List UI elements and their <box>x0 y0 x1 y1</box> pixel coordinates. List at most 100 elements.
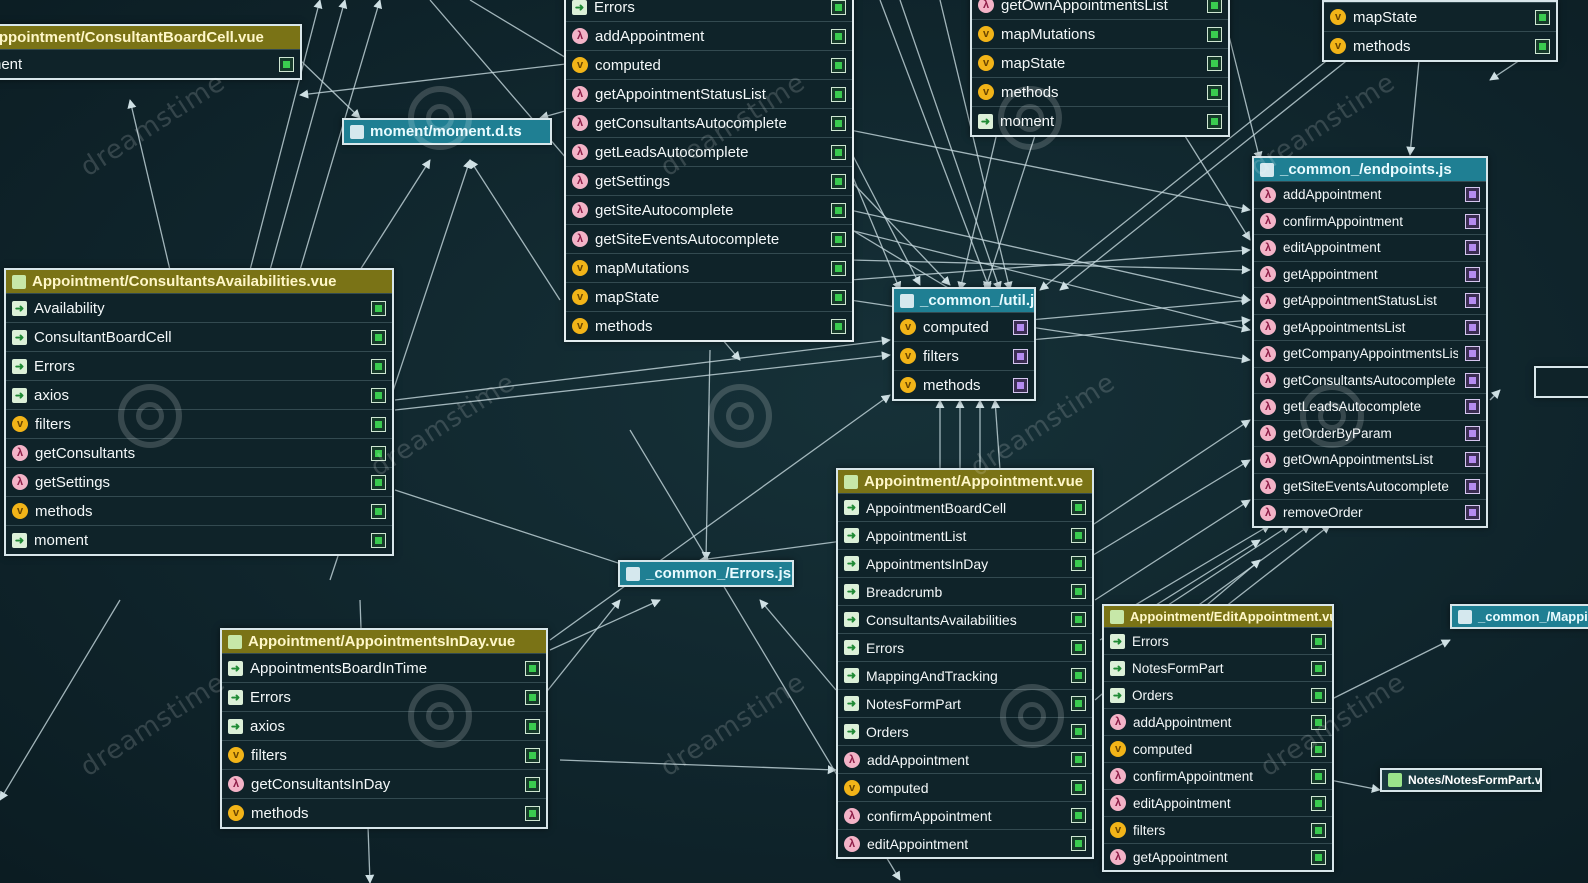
node-consultants-availabilities[interactable]: Appointment/ConsultantsAvailabilities.vu… <box>4 268 394 556</box>
port-icon <box>1071 584 1086 599</box>
node-row[interactable]: ➜AppointmentsBoardInTime <box>222 653 546 682</box>
node-errors-js[interactable]: _common_/Errors.js <box>618 560 794 587</box>
node-offscreen-right[interactable] <box>1534 366 1588 398</box>
port-icon <box>1465 505 1480 521</box>
node-row[interactable]: ➜AppointmentsInDay <box>838 549 1092 577</box>
node-row[interactable]: ➜AppointmentList <box>838 521 1092 549</box>
node-edit-appointment-vue[interactable]: Appointment/EditAppointment.vue ➜Errors … <box>1102 604 1334 872</box>
row-label: Errors <box>1132 633 1169 649</box>
node-row[interactable]: ➜MappingAndTracking <box>838 661 1092 689</box>
node-notes-form-part[interactable]: Notes/NotesFormPart.vue <box>1380 768 1542 792</box>
row-label: moment <box>0 55 23 73</box>
port-icon <box>525 747 540 763</box>
node-row[interactable]: ➜moment <box>6 525 392 554</box>
node-row[interactable]: ➜Breadcrumb <box>838 577 1092 605</box>
js-file-icon <box>900 293 914 308</box>
row-label: AppointmentBoardCell <box>866 499 1007 516</box>
node-row[interactable]: ➜ConsultantsAvailabilities <box>838 605 1092 633</box>
node-row[interactable]: ➜Availability <box>6 293 392 322</box>
node-appointment-vue[interactable]: Appointment/Appointment.vue ➜Appointment… <box>836 468 1094 859</box>
node-row[interactable]: ➜axios <box>222 711 546 740</box>
node-row[interactable]: moment <box>0 49 300 78</box>
variable-icon: v <box>12 503 28 519</box>
node-row[interactable]: ➜Orders <box>838 717 1092 745</box>
node-row[interactable]: ➜AppointmentBoardCell <box>838 493 1092 521</box>
node-title: _common_/util.js <box>920 292 1034 309</box>
node-row[interactable]: ➜Errors <box>222 682 546 711</box>
node-row[interactable]: ➜Errors <box>1104 627 1332 654</box>
node-row[interactable]: ➜Errors <box>838 633 1092 661</box>
node-row[interactable]: ➜Errors <box>6 351 392 380</box>
row-label: getSiteEventsAutocomplete <box>1283 478 1449 494</box>
node-row[interactable]: ➜axios <box>6 380 392 409</box>
node-row[interactable]: ➜Orders <box>1104 681 1332 708</box>
node-row[interactable]: ➜Errors <box>566 0 852 21</box>
node-appointments-in-day[interactable]: Appointment/AppointmentsInDay.vue ➜Appoi… <box>220 628 548 829</box>
node-common-mapping[interactable]: _common_/Mapping <box>1450 604 1588 629</box>
node-title: Appointment/ConsultantBoardCell.vue <box>0 29 264 46</box>
node-row[interactable]: ➜ConsultantBoardCell <box>6 322 392 351</box>
row-label: mapState <box>595 288 660 306</box>
node-consultant-board-cell[interactable]: Appointment/ConsultantBoardCell.vue mome… <box>0 24 302 80</box>
dependency-arrow <box>1084 419 1251 531</box>
node-row[interactable]: ➜NotesFormPart <box>1104 654 1332 681</box>
row-label: Orders <box>866 723 909 740</box>
dependency-arrow <box>849 179 951 286</box>
dependency-arrow <box>299 59 361 119</box>
node-row[interactable]: ➜NotesFormPart <box>838 689 1092 717</box>
